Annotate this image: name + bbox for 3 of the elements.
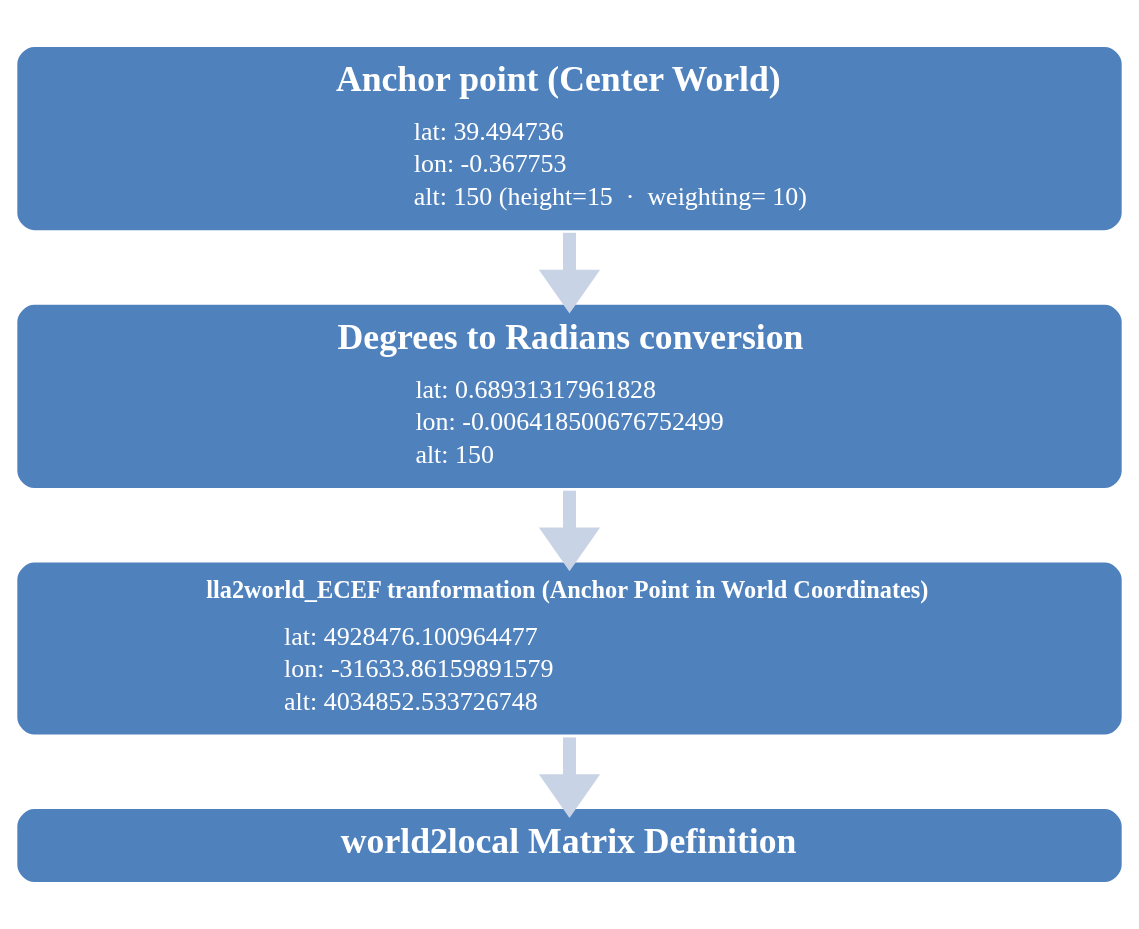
arrow: [538, 490, 601, 572]
arrow: [538, 737, 601, 818]
arrow: [538, 232, 601, 314]
